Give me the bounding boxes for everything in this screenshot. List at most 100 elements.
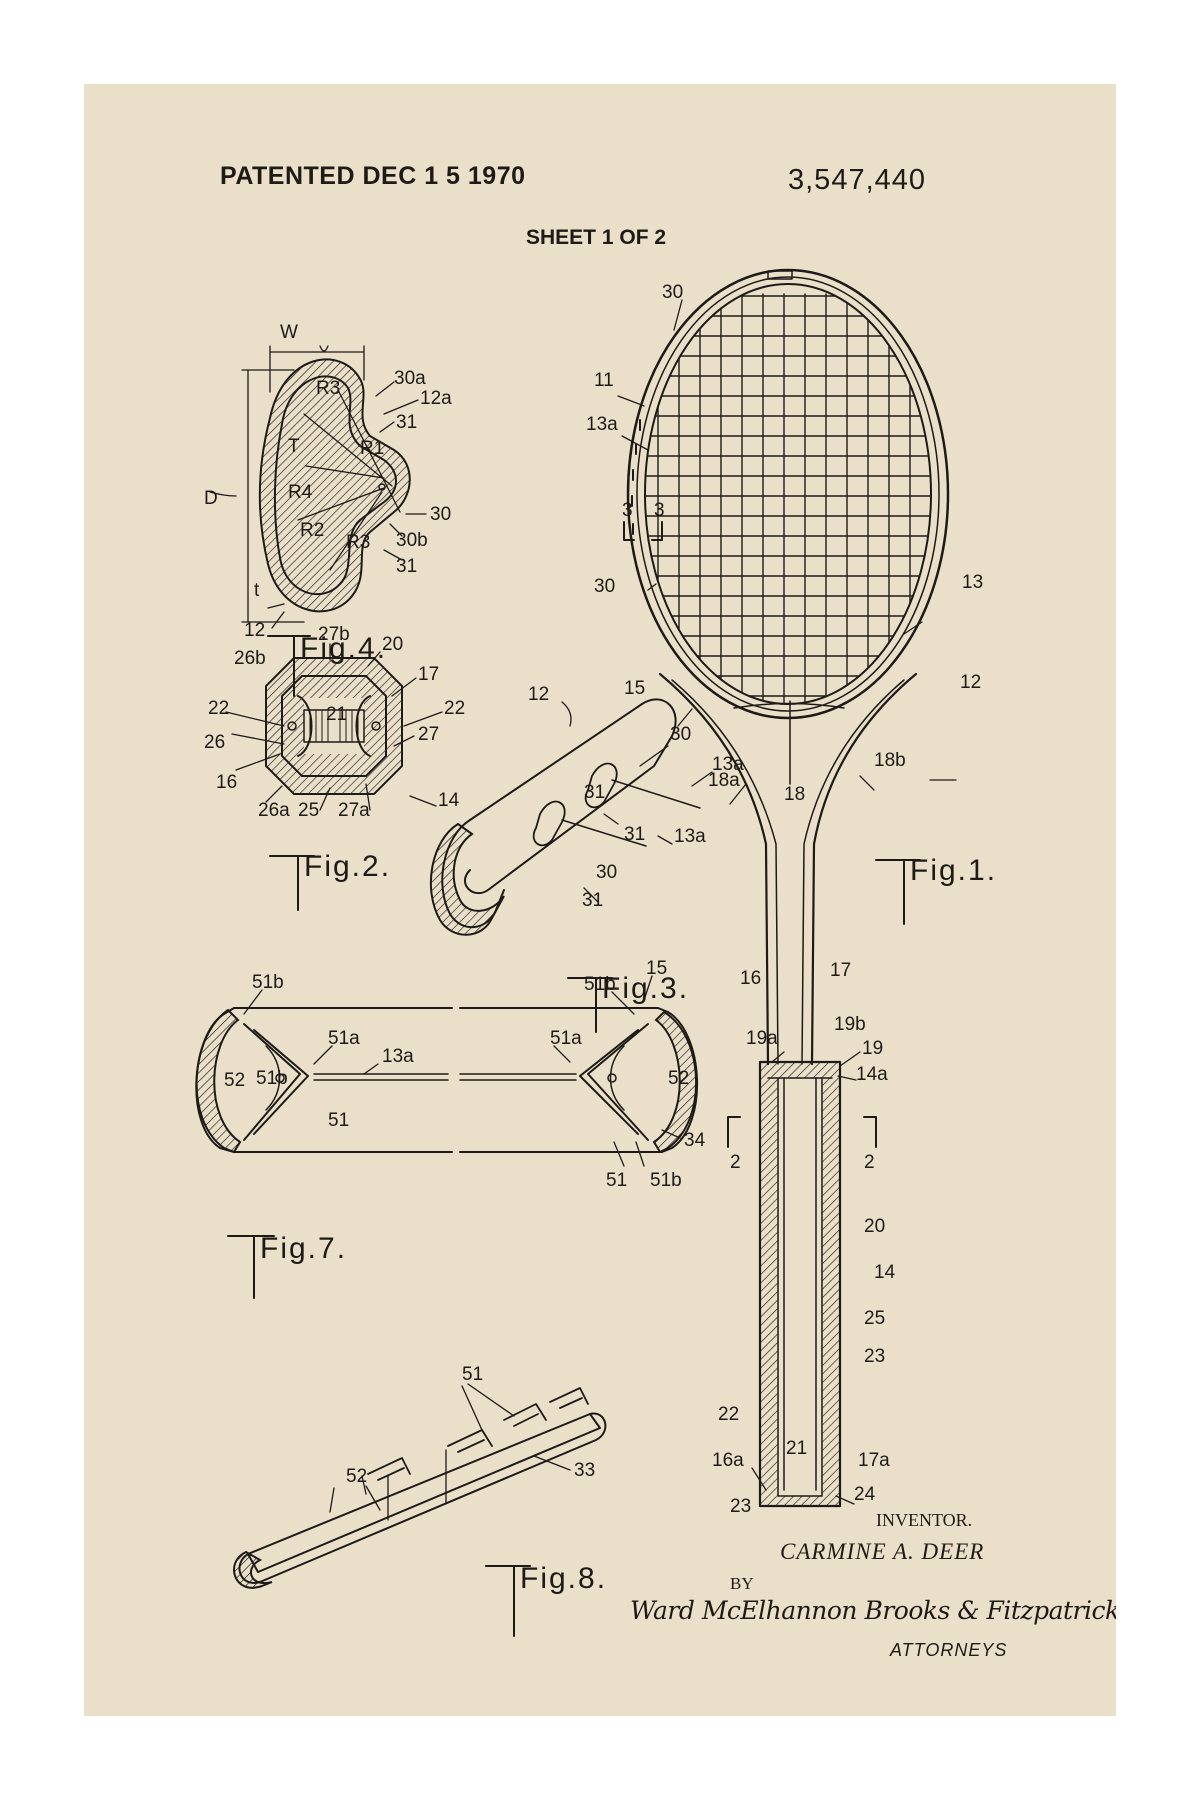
ref-17: 17: [418, 664, 439, 685]
fig8-caption: Fig.8.: [485, 1562, 605, 1637]
ref-26: 26: [204, 732, 225, 753]
fig3-caption-text: Fig.3.: [602, 972, 689, 1005]
ref-16: 16: [216, 772, 237, 793]
fig2-section: [225, 643, 443, 811]
ref-20: 20: [382, 634, 403, 655]
ref-13: 13: [962, 572, 983, 593]
ref-17a: 17a: [858, 1450, 890, 1471]
ref-t1: T: [288, 436, 300, 457]
ref-r4: R4: [288, 482, 313, 503]
ref-fig8-51: 51: [462, 1364, 483, 1385]
ref-24: 24: [854, 1484, 876, 1505]
ref-fig1-16: 16: [740, 968, 761, 989]
ref-r1: R1: [360, 438, 384, 459]
ref-fig7-51-r: 51: [606, 1170, 627, 1191]
ref-fig1-23: 23: [864, 1346, 885, 1367]
ref-w: W: [280, 322, 298, 343]
ref-fig7-51b-r: 51b: [584, 974, 616, 995]
ref-19a: 19a: [746, 1028, 778, 1049]
ref-fig7-15: 15: [646, 958, 667, 979]
by-label: BY: [730, 1574, 754, 1593]
ref-r3-top: R3: [316, 378, 340, 399]
ref-27a: 27a: [338, 800, 370, 821]
ref-fig1-30b: 30: [594, 576, 615, 597]
ref-fig7-52-r: 52: [668, 1068, 689, 1089]
fig4-caption-text: Fig.4.: [300, 632, 387, 665]
fig7-caption: Fig.7.: [227, 1232, 347, 1299]
ref-fig3-30: 30: [670, 724, 691, 745]
ref-fig1-20: 20: [864, 1216, 885, 1237]
ref-fig7-13a: 13a: [382, 1046, 414, 1067]
ref-33: 33: [574, 1460, 595, 1481]
fig7-caption-text: Fig.7.: [260, 1232, 347, 1265]
fig3-segment: [429, 698, 713, 936]
inventor-name: CARMINE A. DEER: [780, 1539, 985, 1564]
fig2-caption-text: Fig.2.: [304, 850, 391, 883]
fig1-caption-text: Fig.1.: [910, 854, 997, 887]
ref-fig1-12: 12: [960, 672, 981, 693]
ref-t: t: [254, 580, 260, 601]
ref-fig1-25: 25: [864, 1308, 885, 1329]
attorneys-label: ATTORNEYS: [890, 1640, 1008, 1660]
ref-18b: 18b: [874, 750, 906, 771]
ref-fig1-17: 17: [830, 960, 851, 981]
ref-22-right: 22: [444, 698, 465, 719]
ref-fig7-51b-mid: 51b: [256, 1068, 288, 1089]
patented-date: PATENTED DEC 1 5 1970: [220, 162, 526, 190]
ref-fig1-13a: 13a: [586, 414, 618, 435]
patent-drawing: Fig.4. Fig.2. Fig.3. Fig.1. Fig.7. Fig.8…: [195, 268, 997, 1637]
ref-fig3-12: 12: [528, 684, 549, 705]
fig1-caption: Fig.1.: [875, 854, 997, 925]
ref-14a: 14a: [856, 1064, 888, 1085]
ref-18: 18: [784, 784, 805, 805]
ref-fig1-23b: 23: [730, 1496, 751, 1517]
fig4-caption: Fig.4.: [267, 632, 387, 697]
ref-27: 27: [418, 724, 439, 745]
ref-fig8-52: 52: [346, 1466, 367, 1487]
ref-fig1-22: 22: [718, 1404, 739, 1425]
ref-30b: 30b: [396, 530, 428, 551]
ref-12a: 12a: [420, 388, 452, 409]
ref-fig3-13a-b: 13a: [674, 826, 706, 847]
ref-fig7-51a-r: 51a: [550, 1028, 582, 1049]
ref-19b: 19b: [834, 1014, 866, 1035]
ref-fig3-30-b: 30: [596, 862, 617, 883]
ref-31: 31: [396, 412, 417, 433]
fig1-racket: [617, 268, 957, 1508]
ref-12: 12: [244, 620, 265, 641]
ref-34: 34: [684, 1130, 706, 1151]
fig7-joint: [195, 975, 698, 1167]
ref-14: 14: [438, 790, 460, 811]
ref-fig1-21: 21: [786, 1438, 807, 1459]
fig8-strip: [233, 1383, 607, 1589]
ref-16a: 16a: [712, 1450, 744, 1471]
attorney-signature: Ward McElhannon Brooks & Fitzpatrick: [630, 1596, 1116, 1625]
ref-fig1-30: 30: [662, 282, 683, 303]
ref-26a: 26a: [258, 800, 290, 821]
patent-sheet: Fig.4. Fig.2. Fig.3. Fig.1. Fig.7. Fig.8…: [84, 84, 1116, 1716]
ref-15: 15: [624, 678, 645, 699]
ref-30a: 30a: [394, 368, 426, 389]
ref-21: 21: [326, 704, 347, 725]
string-grid: [645, 293, 931, 704]
fig3-caption: Fig.3.: [567, 972, 689, 1033]
ref-25: 25: [298, 800, 319, 821]
ref-30: 30: [430, 504, 451, 525]
ref-fig7-51: 51: [328, 1110, 349, 1131]
inventor-title: INVENTOR.: [876, 1510, 973, 1530]
ref-r3-bot: R3: [346, 532, 370, 553]
ref-2-right: 2: [864, 1152, 875, 1173]
ref-2-left: 2: [730, 1152, 741, 1173]
patent-number: 3,547,440: [788, 164, 927, 196]
ref-fig3-13a: 13a: [712, 754, 744, 775]
ref-d: D: [204, 488, 218, 509]
ref-fig3-31a: 31: [584, 782, 605, 803]
ref-fig7-51b: 51b: [252, 972, 284, 993]
sheet-number: SHEET 1 OF 2: [526, 226, 667, 249]
ref-22-left: 22: [208, 698, 229, 719]
ref-11: 11: [594, 370, 614, 391]
ref-fig1-14: 14: [874, 1262, 896, 1283]
ref-fig7-51a: 51a: [328, 1028, 360, 1049]
ref-19: 19: [862, 1038, 883, 1059]
ref-18a: 18a: [708, 770, 740, 791]
